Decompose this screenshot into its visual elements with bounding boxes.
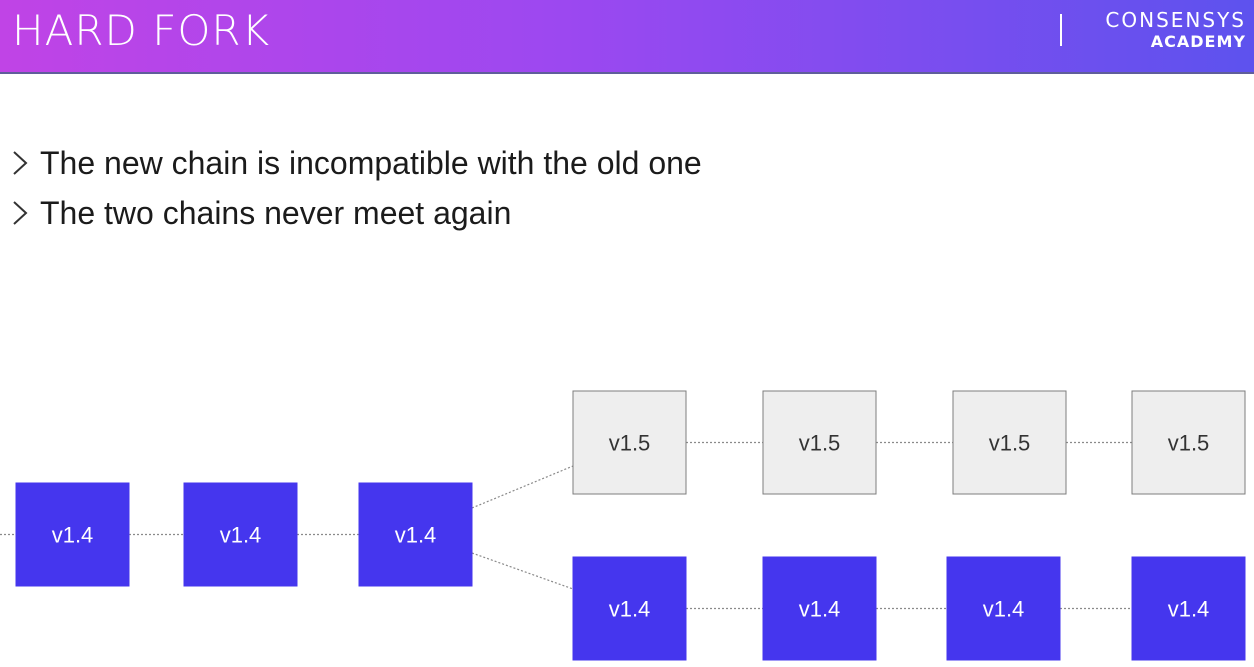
block-old-chain: v1.4 <box>762 556 877 661</box>
brand-logo-sub: ACADEMY <box>1150 32 1246 51</box>
block-common-chain: v1.4 <box>358 482 473 587</box>
block-label: v1.4 <box>220 523 262 548</box>
block-label: v1.4 <box>983 597 1025 622</box>
block-rect <box>762 556 877 661</box>
block-rect <box>572 556 687 661</box>
block-new-chain: v1.5 <box>1131 390 1246 495</box>
block-new-chain: v1.5 <box>952 390 1067 495</box>
fork-connector-old <box>471 552 574 590</box>
page-title: HARD FORK <box>12 6 271 55</box>
block-rect <box>358 482 473 587</box>
block-rect <box>762 390 877 495</box>
fork-connector-new <box>471 465 574 509</box>
block-common-chain: v1.4 <box>15 482 130 587</box>
block-rect <box>1131 556 1246 661</box>
block-old-chain: v1.4 <box>572 556 687 661</box>
header-divider <box>1060 14 1062 46</box>
block-label: v1.4 <box>609 597 651 622</box>
block-label: v1.4 <box>52 523 94 548</box>
block-old-chain: v1.4 <box>1131 556 1246 661</box>
bullet-text: The two chains never meet again <box>40 194 512 231</box>
block-common-chain: v1.4 <box>183 482 298 587</box>
block-new-chain: v1.5 <box>572 390 687 495</box>
bullet-item: The new chain is incompatible with the o… <box>10 138 702 188</box>
block-rect <box>572 390 687 495</box>
block-rect <box>183 482 298 587</box>
block-label: v1.5 <box>989 431 1031 456</box>
bullet-text: The new chain is incompatible with the o… <box>40 144 702 181</box>
block-old-chain: v1.4 <box>946 556 1061 661</box>
block-label: v1.4 <box>1168 597 1210 622</box>
header-bar: HARD FORK CONSENSYS ACADEMY <box>0 0 1254 74</box>
chevron-right-icon <box>13 201 28 225</box>
chevron-right-icon <box>13 151 28 175</box>
brand-logo-name: CONSENSYS <box>1105 8 1246 32</box>
block-rect <box>952 390 1067 495</box>
block-label: v1.4 <box>395 523 437 548</box>
block-label: v1.5 <box>609 431 651 456</box>
block-new-chain: v1.5 <box>762 390 877 495</box>
block-rect <box>946 556 1061 661</box>
block-label: v1.5 <box>799 431 841 456</box>
block-rect <box>1131 390 1246 495</box>
bullet-list: The new chain is incompatible with the o… <box>10 138 702 238</box>
block-label: v1.4 <box>799 597 841 622</box>
block-rect <box>15 482 130 587</box>
bullet-item: The two chains never meet again <box>10 188 702 238</box>
block-label: v1.5 <box>1168 431 1210 456</box>
